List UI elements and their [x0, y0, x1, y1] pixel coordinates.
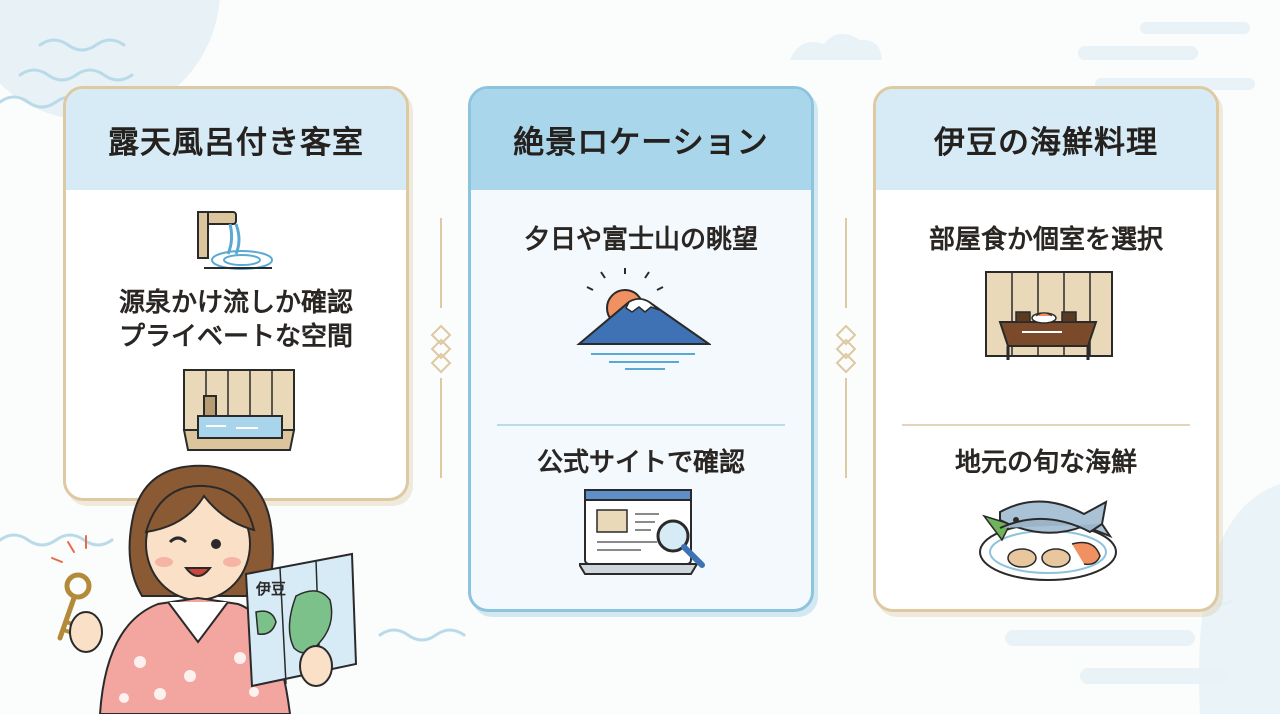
- card-title: 伊豆の海鮮料理: [876, 89, 1216, 190]
- card-open-air-bath-room: 露天風呂付き客室 源泉かけ流しか確認 プライベートな空間: [63, 86, 409, 501]
- feature-line: 夕日や富士山の眺望: [523, 225, 758, 255]
- laptop-search-icon: [579, 489, 705, 575]
- feature-line: プライベートな空間: [118, 322, 353, 352]
- sunset-fuji-icon: [576, 268, 711, 370]
- section-divider: [902, 424, 1190, 426]
- feature-line: 地元の旬な海鮮: [954, 448, 1137, 478]
- seafood-plate-icon: [979, 500, 1117, 581]
- card-scenic-location: 絶景ロケーション 夕日や富士山の眺望 公式サイトで確認: [468, 86, 814, 612]
- connector-ornament: [430, 218, 452, 478]
- woman-with-map-character: 伊豆: [51, 464, 358, 714]
- hot-spring-spout-icon: [197, 211, 273, 270]
- card-title: 絶景ロケーション: [471, 89, 811, 190]
- in-room-dining-icon: [985, 271, 1113, 360]
- private-bath-icon: [182, 369, 296, 451]
- key-icon: [57, 572, 92, 641]
- feature-line: 部屋食か個室を選択: [928, 225, 1163, 255]
- feature-line: 公式サイトで確認: [536, 448, 745, 478]
- card-title: 露天風呂付き客室: [66, 89, 406, 190]
- connector-ornament: [835, 218, 857, 478]
- feature-line: 源泉かけ流しか確認: [118, 288, 353, 318]
- map-label: 伊豆: [255, 580, 286, 598]
- section-divider: [497, 424, 785, 426]
- card-izu-seafood: 伊豆の海鮮料理 部屋食か個室を選択 地元の旬な海鮮: [873, 86, 1219, 612]
